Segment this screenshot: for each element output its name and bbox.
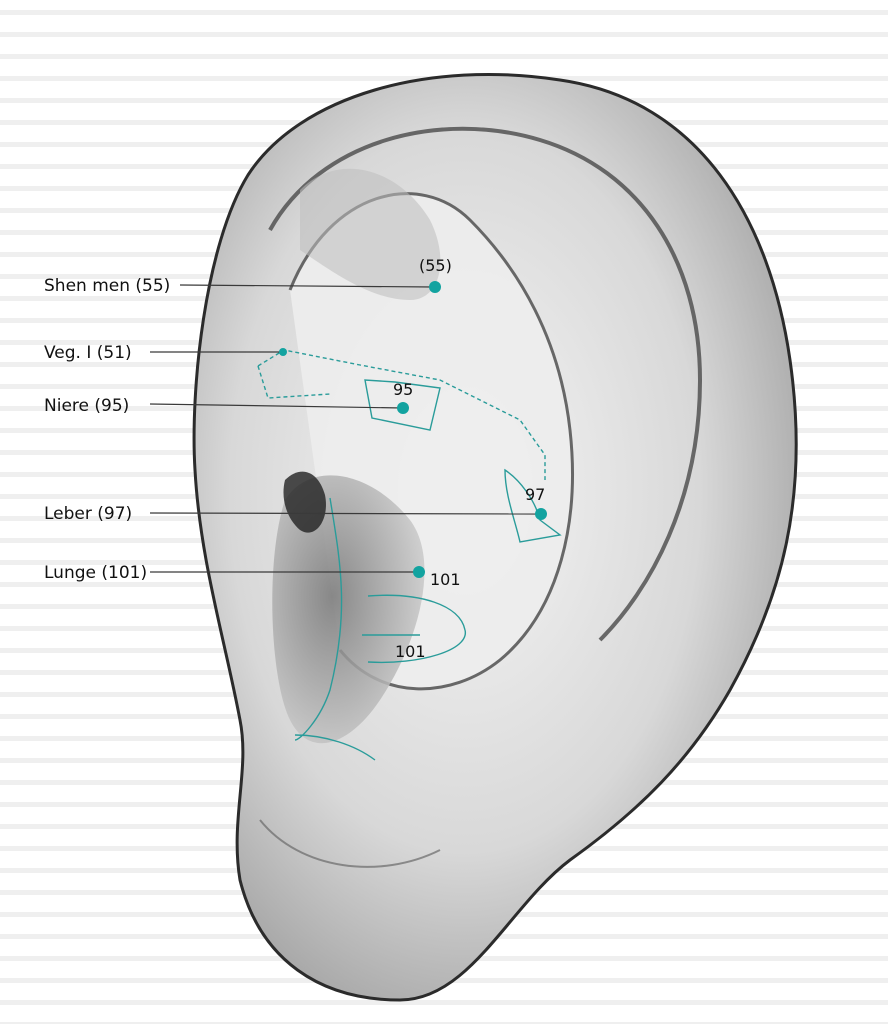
label-lunge: Lunge (101): [44, 563, 147, 583]
point-shen-men: [429, 281, 441, 293]
number-leber: 97: [525, 486, 545, 504]
number-niere: 95: [393, 381, 413, 399]
label-shen-men: Shen men (55): [44, 276, 170, 296]
label-niere: Niere (95): [44, 396, 129, 416]
point-lunge: [413, 566, 425, 578]
point-leber: [535, 508, 547, 520]
number-lunge: 101: [430, 571, 461, 589]
point-niere: [397, 402, 409, 414]
point-veg-i: [279, 348, 287, 356]
label-leber: Leber (97): [44, 504, 132, 524]
label-veg-i: Veg. I (51): [44, 343, 132, 363]
number-shen-men: (55): [419, 257, 452, 275]
zone-label-lunge: 101: [395, 643, 426, 661]
